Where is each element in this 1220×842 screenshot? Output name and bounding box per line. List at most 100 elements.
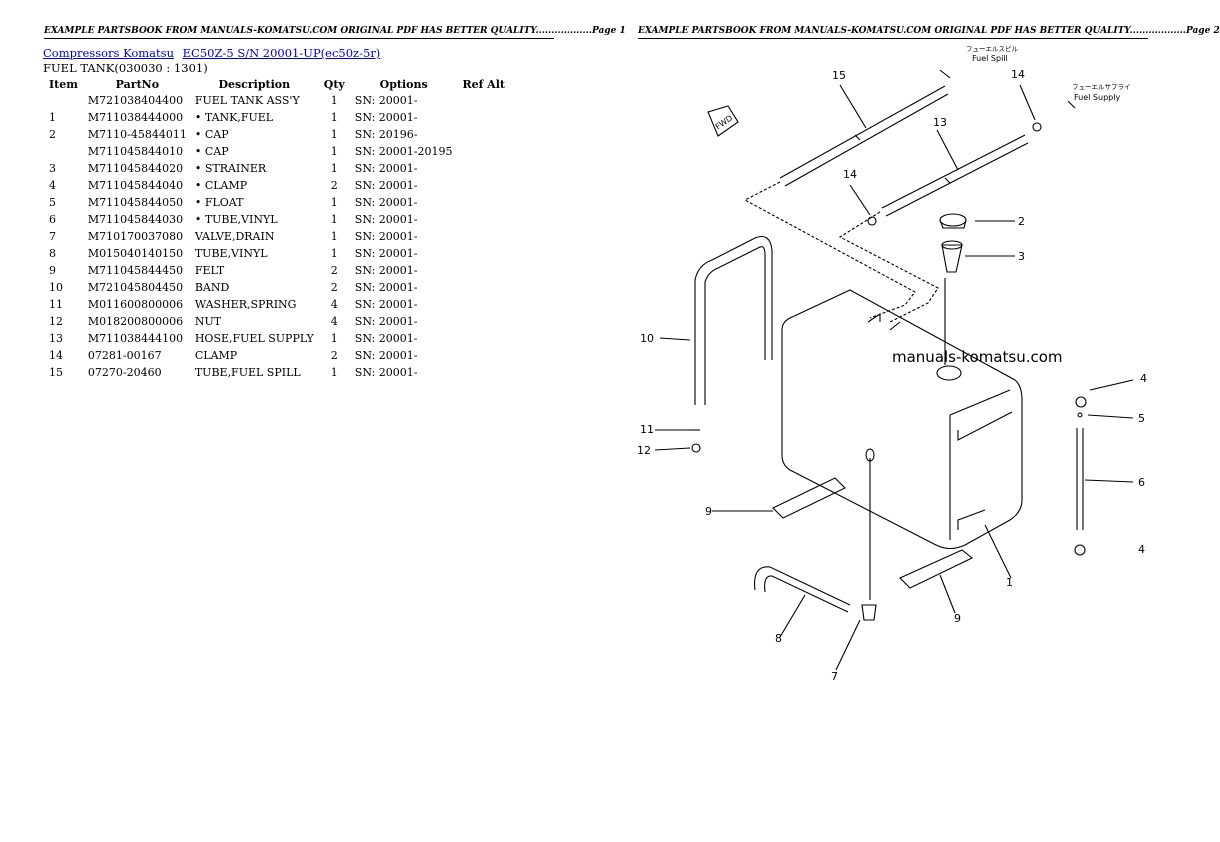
breadcrumb-link-model[interactable]: EC50Z-5 S/N 20001-UP(ec50z-5r) [182, 46, 381, 60]
cell-ref-alt [456, 279, 511, 296]
cell-options: SN: 20001- [354, 298, 418, 311]
fuel-spill-jp-label: フューエルスピル [966, 45, 1019, 53]
cell-description: FELT [194, 264, 225, 277]
section-title: FUEL TANK(030030 : 1301) [43, 61, 208, 75]
cell-partno: M7110-45844011 [87, 128, 187, 141]
cell-partno: 07281-00167 [87, 349, 162, 362]
strainer-part [941, 244, 963, 273]
cell-options: SN: 20001- [354, 179, 418, 192]
cell-item: 14 [49, 349, 63, 362]
callout-8: 8 [775, 632, 782, 645]
cell-item [43, 92, 84, 109]
cell-partno: M711038444100 [87, 332, 184, 345]
callout-7: 7 [831, 670, 838, 683]
cell-description: HOSE,FUEL SUPPLY [194, 332, 314, 345]
cell-qty: 2 [330, 349, 338, 362]
callout-4-bottom: 4 [1138, 543, 1145, 556]
cell-description: • STRAINER [194, 162, 267, 175]
cell-item: 5 [49, 196, 56, 209]
cell-partno: M711045844050 [87, 196, 184, 209]
cell-partno: M711045844450 [87, 264, 184, 277]
callout-9-right: 9 [954, 612, 961, 625]
callout-11: 11 [640, 423, 654, 436]
cell-description: • TANK,FUEL [194, 111, 274, 124]
cell-item: 8 [49, 247, 56, 260]
breadcrumb-link-compressors[interactable]: Compressors Komatsu [43, 46, 174, 60]
band-part [694, 235, 773, 405]
clamp-14-a [867, 216, 877, 226]
cell-item: 9 [49, 264, 56, 277]
callout-9-left: 9 [705, 505, 712, 518]
callout-14-right: 14 [1011, 68, 1025, 81]
cell-qty: 2 [330, 179, 338, 192]
watermark: manuals-komatsu.com [892, 348, 1063, 366]
cell-partno: M015040140150 [87, 247, 184, 260]
cell-options: SN: 20001- [354, 213, 418, 226]
column-header-ref-alt: Ref Alt [462, 78, 505, 91]
cell-options: SN: 20196- [354, 128, 418, 141]
fwd-label: FWD [714, 113, 734, 131]
callout-15: 15 [832, 69, 846, 82]
cell-options: SN: 20001- [354, 162, 418, 175]
cell-partno: M721038404400 [87, 94, 184, 107]
cell-description: • CAP [194, 145, 229, 158]
drain-valve-7 [861, 604, 877, 621]
fwd-arrow-icon [707, 105, 739, 137]
cell-qty: 1 [330, 111, 338, 124]
cell-qty: 1 [330, 366, 338, 379]
column-header-description: Description [218, 78, 291, 91]
cap-part [939, 213, 967, 227]
cell-description: WASHER,SPRING [194, 298, 297, 311]
cell-ref-alt [456, 211, 511, 228]
cell-partno: M018200800006 [87, 315, 184, 328]
page-header-1: EXAMPLE PARTSBOOK FROM MANUALS-KOMATSU.C… [44, 26, 626, 39]
page-header-2: EXAMPLE PARTSBOOK FROM MANUALS-KOMATSU.C… [638, 26, 1220, 39]
cell-ref-alt [456, 245, 511, 262]
cell-qty: 1 [330, 94, 338, 107]
cell-partno: M711045844010 [87, 145, 184, 158]
clamp-4-top [1075, 396, 1087, 408]
cell-ref-alt [456, 347, 511, 364]
cell-options: SN: 20001- [354, 230, 418, 243]
felt-9-a [772, 477, 846, 519]
callout-1: 1 [1006, 576, 1013, 589]
callout-10: 10 [640, 332, 654, 345]
cell-qty: 1 [330, 230, 338, 243]
cell-qty: 1 [330, 145, 338, 158]
felt-9-b [899, 549, 974, 589]
cell-partno: M710170037080 [87, 230, 184, 243]
table-header-row: Item PartNo Description Qty Options Ref … [43, 77, 511, 92]
cell-options: SN: 20001- [354, 366, 418, 379]
cell-item [43, 143, 84, 160]
cell-ref-alt [456, 160, 511, 177]
fuel-supply-hose [881, 134, 1029, 217]
nut-12 [691, 443, 701, 453]
cell-partno: M711045844020 [87, 162, 184, 175]
callout-6: 6 [1138, 476, 1145, 489]
cell-description: • FLOAT [194, 196, 244, 209]
fuel-tank-diagram: manuals-komatsu.com フューエルスピル Fuel Spill … [637, 45, 1147, 683]
cell-item: 10 [49, 281, 63, 294]
cell-ref-alt [456, 92, 511, 109]
callout-2: 2 [1018, 215, 1025, 228]
cell-item: 15 [49, 366, 63, 379]
vinyl-tube-8 [754, 566, 851, 613]
cell-options: SN: 20001- [354, 332, 418, 345]
clamp-14-b [1032, 122, 1042, 132]
cell-partno: M011600800006 [87, 298, 184, 311]
cell-options: SN: 20001- [354, 315, 418, 328]
column-header-qty: Qty [323, 78, 345, 91]
tank-filler-neck [936, 365, 962, 381]
cell-ref-alt [456, 262, 511, 279]
cell-partno: M711038444000 [87, 111, 184, 124]
column-header-options: Options [379, 78, 428, 91]
